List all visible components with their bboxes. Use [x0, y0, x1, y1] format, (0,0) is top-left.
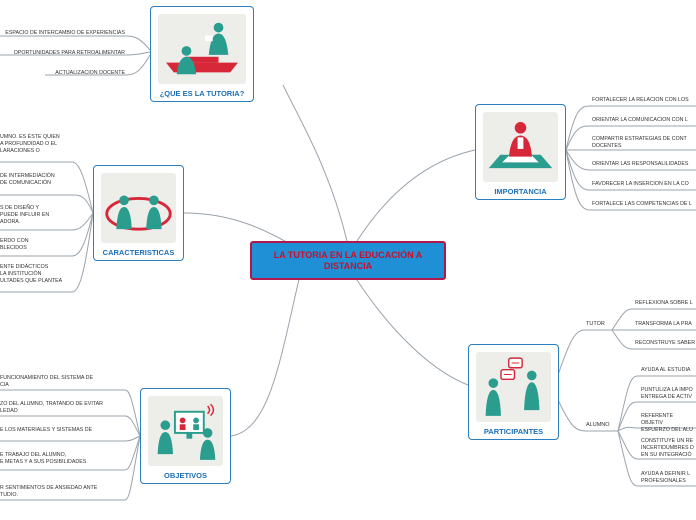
leaf-item: ERDO CON BLECIDOS [0, 238, 29, 251]
leaf-item: ENTE DIDÁCTICOS LA INSTITUCIÓN ULTADES Q… [0, 264, 63, 284]
leaf-item: UMNO. ES ÉSTE QUIEN A PROFUNDIDAD O EL L… [0, 134, 60, 154]
card-title: IMPORTANCIA [494, 187, 547, 196]
leaf-item: CONSTITUYE UN RE INCERTIDUMBRES D EN SU … [641, 438, 694, 458]
leaf-item: COMPARTIR ESTRATEGIAS DE CONT DOCENTES [592, 136, 687, 149]
leaf-item: E TRABAJO DEL ALUMNO, E METAS Y A SUS PO… [0, 452, 87, 465]
alumno-label: ALUMNO [586, 422, 610, 428]
leaf-item: FORTALECE LAS COMPETENCIAS DE L [592, 201, 692, 207]
tutor-desk-icon [483, 112, 558, 182]
leaf-item: FORTALECER LA RELACIÓN CON LOS [592, 97, 689, 103]
card-objetivos[interactable]: OBJETIVOS [140, 388, 231, 484]
leaf-item: ESPACIO DE INTERCAMBIO DE EXPERIENCIAS [5, 30, 125, 36]
leaf-item: E LOS MATERIALES Y SISTEMAS DE [0, 427, 93, 433]
leaf-item: FAVORECER LA INSERCIÓN EN LA CO [592, 181, 689, 187]
online-class-icon [148, 396, 223, 466]
card-caracteristicas[interactable]: CARACTERISTICAS [93, 165, 184, 261]
card-title: OBJETIVOS [164, 471, 207, 480]
central-topic-label: LA TUTORIA EN LA EDUCACIÓN A DISTANCIA [273, 249, 423, 271]
two-people-circle-icon [101, 173, 176, 243]
card-title: CARACTERISTICAS [102, 248, 175, 257]
leaf-item: OPORTUNIDADES PARA RETROALIMENTAR [13, 50, 125, 56]
leaf-item: S DE DISEÑO Y PUEDE INFLUIR EN ADORA. [0, 205, 50, 225]
leaf-item: TRANSFORMA LA PRA [635, 321, 692, 327]
leaf-item: REFERENTE OBJETIV ESFUERZO DEL ALU [641, 413, 693, 433]
leaf-item: AYUDA A DEFINIR L PROFESIONALES [641, 471, 691, 484]
leaf-item: PUNTULIZA LA IMPO ENTREGA DE ACTIV [641, 387, 693, 400]
card-participantes[interactable]: PARTICIPANTES [468, 344, 559, 440]
card-title: ¿QUE ES LA TUTORIA? [159, 89, 245, 98]
leaf-item: ZO DEL ALUMNO, TRATANDO DE EVITAR LEDAD [0, 401, 104, 414]
leaf-item: RECONSTRUYE SABER [635, 340, 696, 346]
leaf-item: AYUDA AL ESTUDIA [641, 367, 691, 373]
card-title: PARTICIPANTES [483, 427, 544, 436]
card-que-es-la-tutoria[interactable]: ¿QUE ES LA TUTORIA? [150, 6, 254, 102]
tutor-label: TUTOR [586, 321, 605, 327]
card-importancia[interactable]: IMPORTANCIA [475, 104, 566, 200]
leaf-item: REFLEXIONA SOBRE L [635, 300, 693, 306]
central-topic[interactable]: LA TUTORIA EN LA EDUCACIÓN A DISTANCIA [250, 241, 446, 280]
conversation-icon [476, 352, 551, 422]
leaf-item: DE INTERMEDIACIÓN DE COMUNICACIÓN [0, 173, 55, 186]
leaf-item: ORIENTAR LAS RESPONSALILIDADES [592, 161, 689, 167]
leaf-item: ORIENTAR LA COMUNICACIÓN CON L [592, 117, 688, 123]
leaf-item: R SENTIMIENTOS DE ANSIEDAD ANTE TUDIO. [0, 485, 98, 498]
leaf-item: ACTUALIZACION DOCENTE [55, 70, 125, 76]
tutoring-meeting-icon [158, 14, 246, 84]
leaf-item: FUNCIONAMIENTO DEL SISTEMA DE CIA [0, 375, 94, 388]
